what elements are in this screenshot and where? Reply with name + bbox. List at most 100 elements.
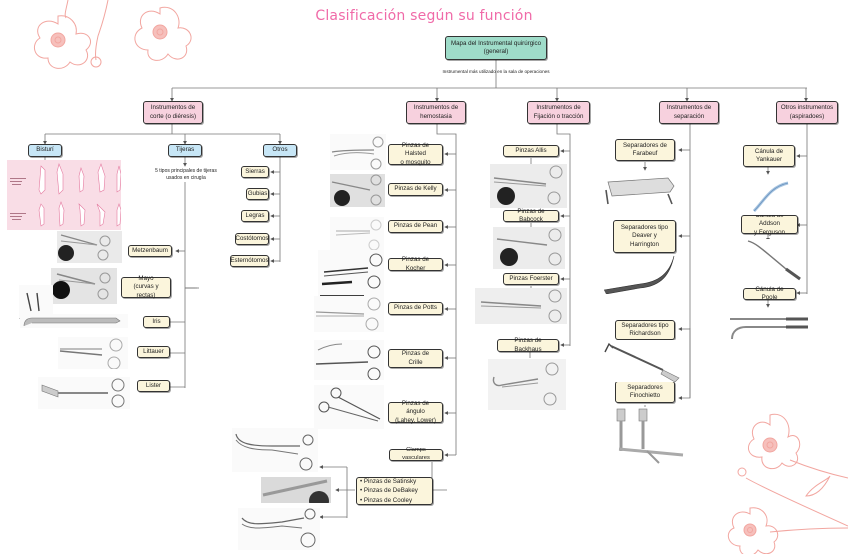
otros-costotomos[interactable]: Costótomos	[235, 233, 269, 245]
fijacion-allis[interactable]: Pinzas Allis	[503, 145, 559, 157]
subcategory-otros[interactable]: Otros	[263, 144, 297, 157]
category-separacion[interactable]: Instrumentos de separación	[659, 101, 719, 124]
fijacion-backhaus[interactable]: Pinzas de Backhaus	[497, 337, 559, 353]
satinsky-clamp-image	[232, 428, 318, 472]
tijera-mayo-label: Mayo	[138, 274, 154, 282]
finochietto-retractor-image	[613, 407, 693, 467]
halsted-line2: o mosquito	[400, 158, 431, 166]
backhaus-forceps-image	[488, 359, 566, 410]
vascular-clamps-bullets: Pinzas de Satinsky Pinzas de DeBakey Pin…	[360, 477, 418, 505]
tijera-mayo-sub: (curvas y rectas)	[133, 283, 159, 299]
category-fijacion[interactable]: Instrumentos de Fijación o tracción	[527, 101, 590, 124]
richardson-retractor-image	[603, 340, 683, 382]
hemostasia-kocher[interactable]: Pinzas de Kocher	[388, 256, 443, 272]
crille-line1: Pinzas de	[401, 350, 430, 358]
deaver-line3: Harrington	[630, 240, 659, 248]
tijera-iris[interactable]: Iris	[143, 316, 170, 328]
hemostasia-potts[interactable]: Pinzas de Potts	[388, 302, 443, 315]
lister-scissors-image	[38, 377, 130, 409]
category-fijacion-line2: Fijación o tracción	[533, 112, 584, 120]
flower-decoration-top-left	[33, 0, 192, 69]
farabeuf-retractor-image	[598, 172, 682, 212]
addson-line2: y Ferguson	[754, 228, 785, 236]
finochietto-line1: Separadores	[627, 383, 663, 391]
otros-esternotomos[interactable]: Esternótomos	[230, 255, 269, 267]
subcategory-bisturi[interactable]: Bisturí	[28, 144, 62, 157]
otros-sierras[interactable]: Sierras	[241, 166, 269, 178]
yankauer-line2: Yankauer	[755, 156, 783, 163]
root-label-line1: Mapa del Instrumental quirúrgico	[450, 39, 542, 47]
finochietto-line2: Finochietto	[629, 392, 661, 399]
root-label-line2: (general)	[483, 48, 509, 55]
fijacion-foerster[interactable]: Pinzas Foerster	[503, 273, 559, 285]
otros-gubias[interactable]: Gubias	[246, 188, 269, 200]
hemostasia-angulo[interactable]: Pinzas de ángulo (Lahey, Lower)	[388, 399, 443, 424]
deaver-retractor-image	[600, 254, 680, 294]
tijeras-note-line1: 5 tipos principales de tijeras	[155, 168, 217, 174]
vascular-clamps-list[interactable]: Pinzas de Satinsky Pinzas de DeBakey Pin…	[356, 477, 433, 505]
babcock-forceps-image	[493, 227, 565, 269]
clamp-satinsky: Pinzas de Satinsky	[360, 477, 418, 486]
potts-forceps-image	[314, 296, 384, 332]
separacion-richardson[interactable]: Separadores tipo Richardson	[615, 320, 675, 340]
tijeras-note: 5 tipos principales de tijeras usados en…	[146, 168, 226, 181]
richardson-line1: Separadores tipo	[621, 321, 669, 329]
debakey-clamp-image	[261, 477, 331, 503]
category-hemostasia[interactable]: Instrumentos de hemostasia	[406, 101, 466, 124]
tijera-metzenbaum[interactable]: Metzenbaum	[128, 245, 172, 257]
tijera-mayo[interactable]: Mayo (curvas y rectas)	[121, 274, 171, 299]
root-subtitle: Instrumental más utilizado en la sala de…	[442, 69, 550, 74]
hemostasia-halsted[interactable]: Pinzas de Halsted o mosquito	[388, 141, 443, 166]
kocher-forceps-image	[318, 250, 384, 298]
aspirador-addson-ferguson[interactable]: Cánula de Addson y Ferguson	[741, 211, 798, 236]
yankauer-cannula-image	[750, 177, 792, 215]
addson-ferguson-cannula-image	[746, 239, 804, 283]
bisturi-blades-image	[7, 160, 121, 230]
subcategory-tijeras[interactable]: Tijeras	[168, 144, 202, 157]
separacion-farabeuf[interactable]: Separadores de Farabeuf	[615, 139, 675, 161]
fijacion-babcock[interactable]: Pinzas de Babcock	[503, 208, 559, 223]
instrument-partial-image	[19, 285, 53, 319]
littauer-scissors-image	[58, 337, 128, 369]
category-otros-instrumentos[interactable]: Otros instrumentos (aspiradoes)	[776, 101, 838, 124]
category-separacion-line1: Instrumentos de	[666, 104, 712, 112]
halsted-line1: Pinzas de Halsted	[401, 141, 430, 158]
aspirador-yankauer[interactable]: Cánula de Yankauer	[743, 145, 795, 167]
hemostasia-crille[interactable]: Pinzas de Crille	[388, 349, 443, 368]
tijera-lister[interactable]: Lister	[137, 380, 170, 392]
angulo-line1: Pinzas de ángulo	[401, 399, 430, 416]
clamp-debakey: Pinzas de DeBakey	[360, 486, 418, 495]
pean-forceps-image	[330, 217, 384, 251]
root-node[interactable]: Mapa del Instrumental quirúrgico (genera…	[445, 36, 547, 60]
crille-line2: Crille	[408, 358, 423, 366]
angulo-line2: (Lahey, Lower)	[395, 416, 436, 424]
tijera-littauer[interactable]: Littauer	[137, 346, 170, 358]
farabeuf-line2: Farabeuf	[632, 150, 658, 157]
category-fijacion-line1: Instrumentos de	[536, 104, 581, 112]
deaver-line1: Separadores tipo	[620, 223, 669, 231]
category-hemostasia-line2: hemostasia	[420, 112, 452, 120]
clamp-cooley: Pinzas de Cooley	[360, 496, 418, 505]
hemostasia-clamps-vasculares[interactable]: Clamps vasculares	[389, 447, 443, 461]
farabeuf-line1: Separadores de	[622, 141, 668, 149]
hemostasia-kelly[interactable]: Pinzas de Kelly	[388, 183, 443, 196]
kelly-forceps-image	[330, 174, 385, 207]
otros-legras[interactable]: Legras	[241, 210, 269, 222]
foerster-forceps-image	[475, 288, 567, 324]
category-corte-line1: Instrumentos de	[150, 104, 196, 112]
deaver-line2: Deaver y	[632, 232, 657, 240]
category-corte-line2: corte (o diéresis)	[149, 112, 197, 120]
flower-decoration-bottom-right	[727, 413, 848, 554]
separacion-deaver-harrington[interactable]: Separadores tipo Deaver y Harrington	[613, 220, 676, 253]
tijeras-note-line2: usados en cirugía	[166, 174, 206, 181]
category-otros-line1: Otros instrumentos	[780, 104, 834, 112]
metzenbaum-scissors-image	[57, 231, 122, 263]
hemostasia-pean[interactable]: Pinzas de Pean	[388, 220, 443, 233]
category-corte[interactable]: Instrumentos de corte (o diéresis)	[143, 101, 203, 124]
poole-cannula-image	[726, 313, 812, 343]
separacion-finochietto[interactable]: Separadores Finochietto	[615, 381, 675, 403]
iris-scissors-image	[20, 314, 128, 328]
aspirador-poole[interactable]: Cánula de Poole	[743, 286, 796, 301]
addson-line1: Cánula de Addson	[755, 211, 784, 228]
